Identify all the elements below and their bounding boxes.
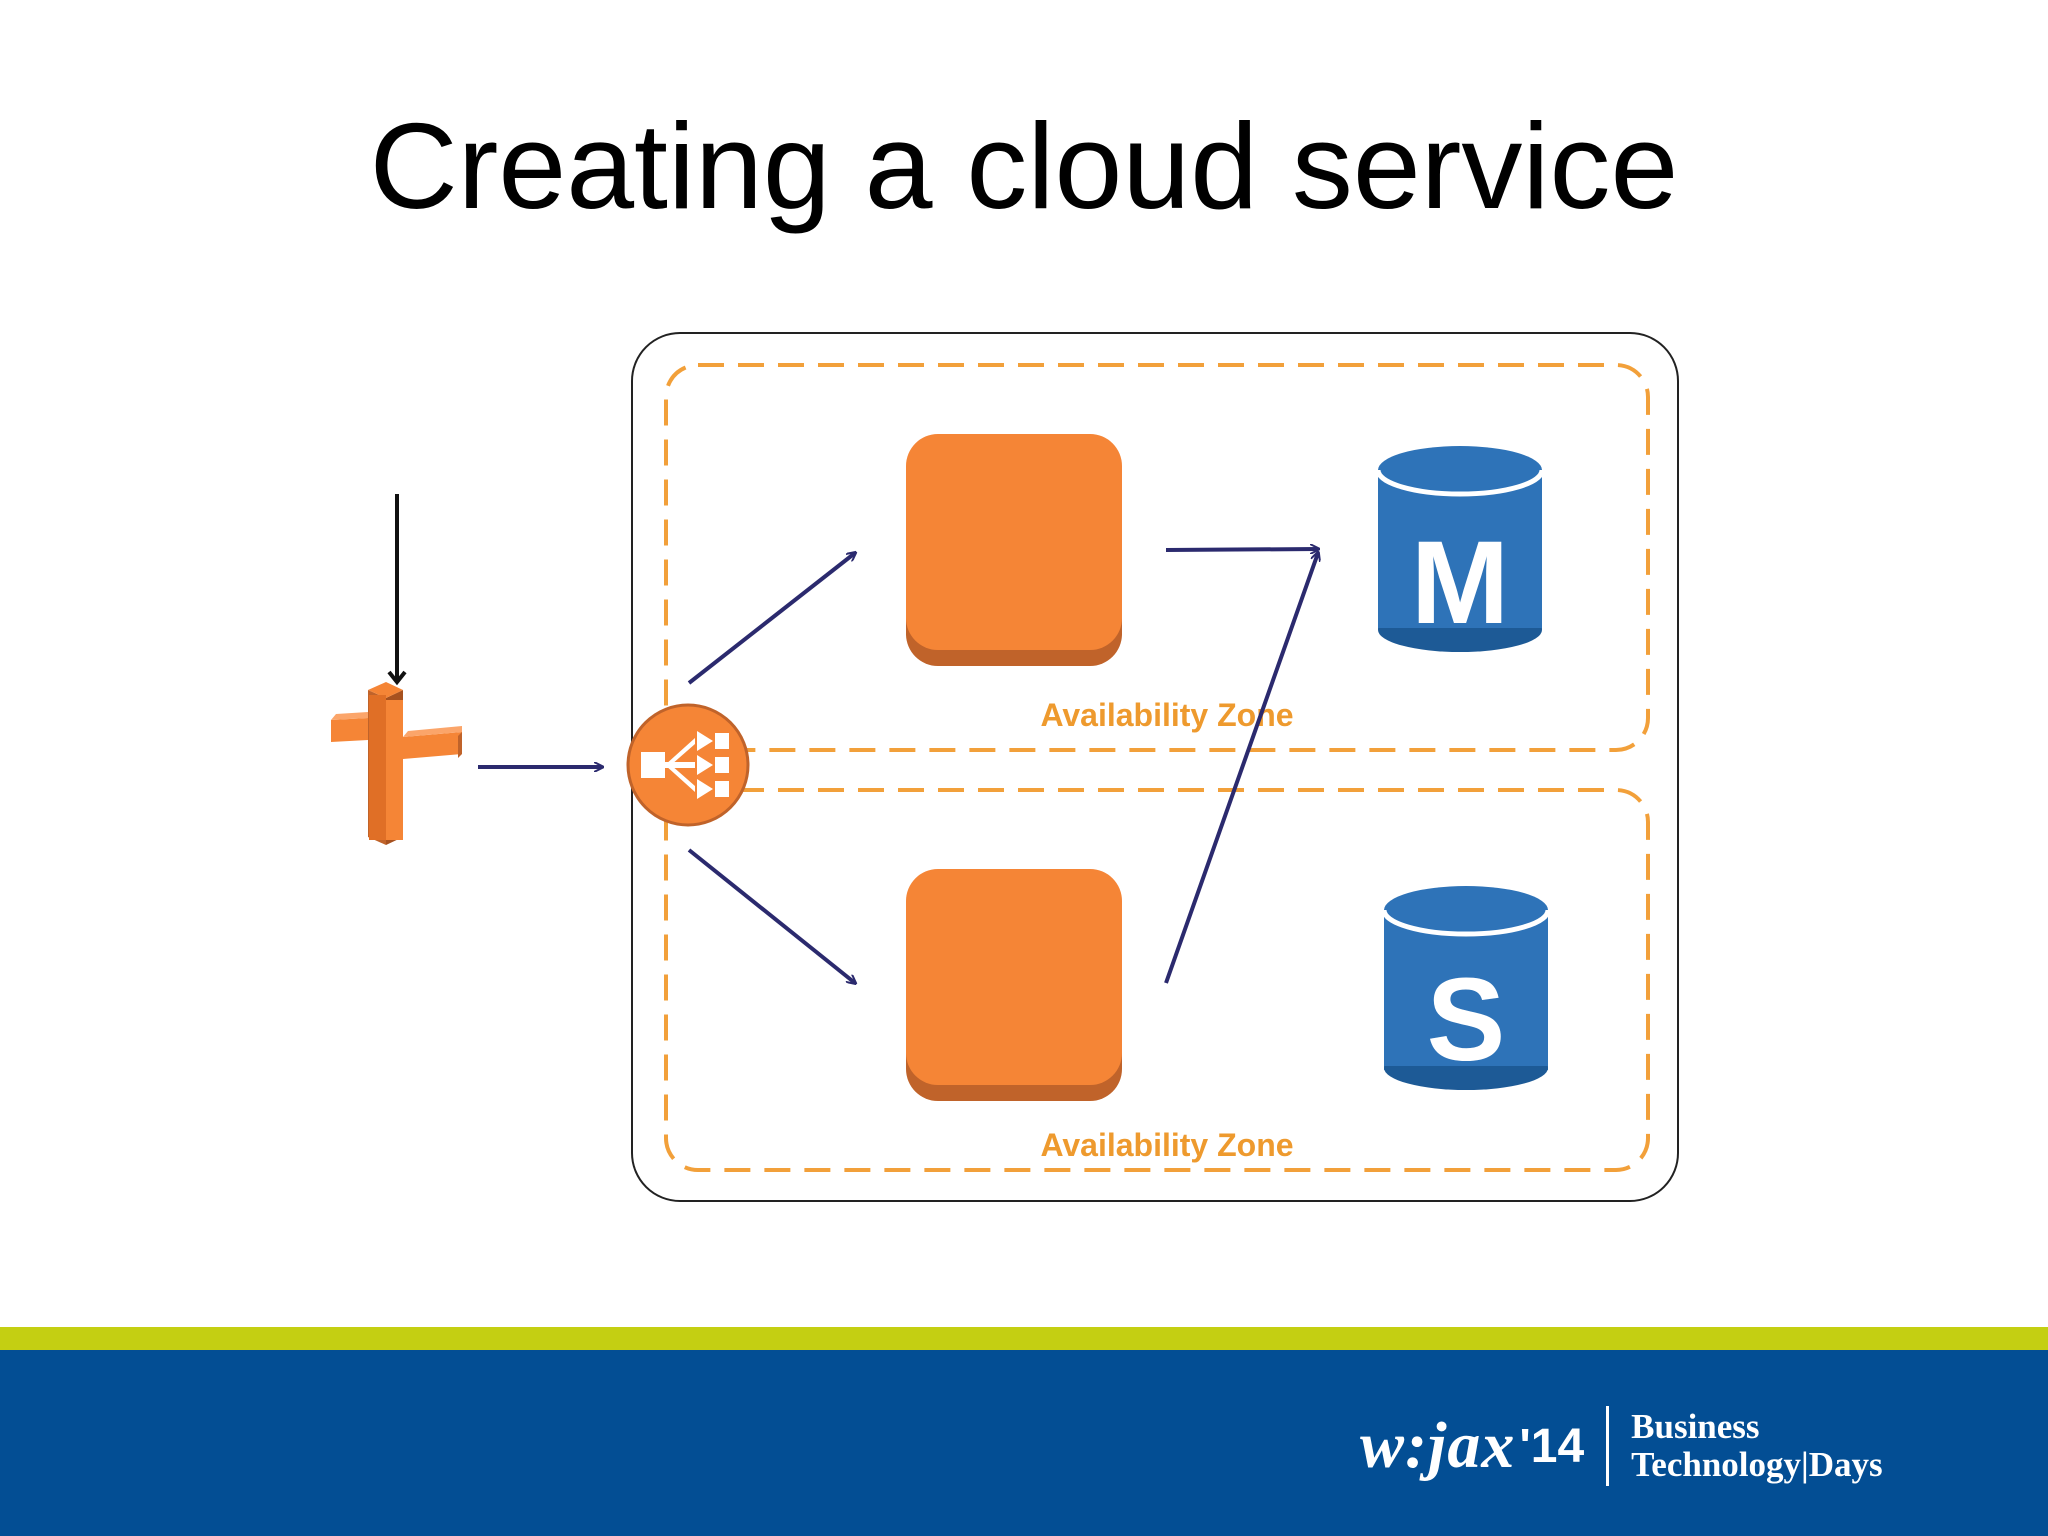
availability-zone-2 xyxy=(664,788,1650,1172)
availability-zone-2-label: Availability Zone xyxy=(1040,1127,1293,1163)
logo-wjax-text: w:jax xyxy=(1360,1409,1516,1482)
logo-line-technology-days: Technology|Days xyxy=(1631,1445,1883,1484)
logo-divider xyxy=(1606,1406,1610,1486)
availability-zone-1-label: Availability Zone xyxy=(1040,697,1293,733)
arrow-load-balancer-to-instance-2 xyxy=(687,848,855,983)
arrow-instance-1-to-database-master xyxy=(1165,549,1318,550)
availability-zone-1 xyxy=(664,363,1650,752)
footer-bar xyxy=(0,1350,2048,1536)
ec2-instance-icon xyxy=(906,869,1122,1101)
logo-year-text: '14 xyxy=(1519,1419,1585,1473)
arrow-instance-2-to-database-master xyxy=(1164,553,1318,984)
arrow-load-balancer-to-instance-1 xyxy=(687,553,855,685)
database-master-icon: M xyxy=(1375,446,1545,652)
dns-signpost-icon xyxy=(331,682,462,845)
database-slave-icon: S xyxy=(1381,886,1551,1090)
slide-title: Creating a cloud service xyxy=(369,98,1679,234)
footer-accent-bar xyxy=(0,1327,2048,1350)
wjax-logo: w:jax '14 Business Technology|Days xyxy=(1360,1396,1980,1496)
logo-business-text: Business Technology|Days xyxy=(1631,1408,1882,1484)
database-master-letter: M xyxy=(1411,517,1509,649)
load-balancer-icon xyxy=(626,703,750,827)
database-slave-letter: S xyxy=(1427,954,1506,1086)
logo-line-business: Business xyxy=(1631,1407,1760,1446)
ec2-instance-icon xyxy=(906,434,1122,666)
